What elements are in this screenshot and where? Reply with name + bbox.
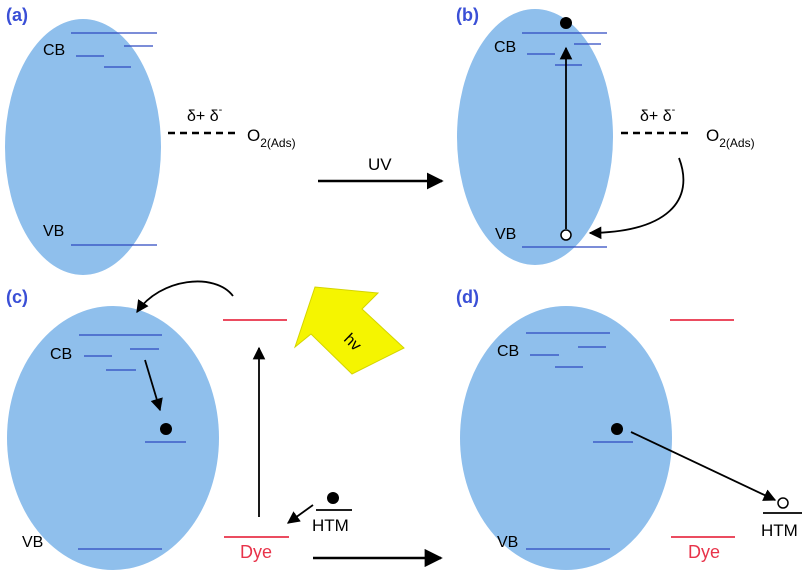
cb-label-b: CB: [494, 39, 516, 56]
hole-htm-d: [777, 497, 789, 509]
vb-label-a: VB: [43, 223, 64, 240]
panel-label-c: (c): [6, 287, 28, 307]
delta-charge-a: δ+ δ-: [187, 104, 223, 125]
cb-label-c: CB: [50, 346, 72, 363]
htm-label-c: HTM: [312, 516, 349, 535]
cb-levels-a: [71, 32, 157, 246]
particle-a: [5, 19, 161, 275]
particle-d: [460, 306, 672, 570]
cb-label-a: CB: [43, 42, 65, 59]
panel-label-a: (a): [6, 5, 28, 25]
cb-label-d: CB: [497, 343, 519, 360]
particle-b: [457, 9, 613, 265]
trap-arrow-c: [144, 359, 163, 412]
dye-label-d: Dye: [688, 542, 720, 562]
cb-levels-d: [526, 332, 633, 550]
electron-transfer-arrow-b: [588, 157, 685, 240]
vb-label-d: VB: [497, 534, 518, 551]
panel-label-b: (b): [456, 5, 479, 25]
htm-transfer-arrow-d: [630, 431, 777, 501]
particle-c: [7, 306, 219, 570]
htm-label-d: HTM: [761, 521, 798, 540]
electron-htm-c: [327, 492, 339, 504]
o2-ads-label-a: O2(Ads): [247, 126, 296, 150]
cb-levels-c: [78, 334, 186, 550]
panel-label-d: (d): [456, 287, 479, 307]
delta-charge-b: δ+ δ-: [640, 104, 676, 125]
regeneration-arrow-c: [286, 504, 314, 524]
injection-arrow-c: [136, 280, 234, 314]
electron-c: [160, 423, 172, 435]
hv-arrow: [293, 286, 405, 375]
dye-label-c: Dye: [240, 542, 272, 562]
electron-b: [560, 17, 572, 29]
electron-d: [611, 423, 623, 435]
uv-label: UV: [368, 155, 392, 174]
dye-levels-c: [223, 319, 289, 538]
vb-label-b: VB: [495, 226, 516, 243]
o2-ads-label-b: O2(Ads): [706, 126, 755, 150]
cb-levels-b: [522, 32, 607, 248]
hole-b: [560, 229, 572, 241]
vb-label-c: VB: [22, 534, 43, 551]
dye-levels-d: [670, 319, 735, 538]
